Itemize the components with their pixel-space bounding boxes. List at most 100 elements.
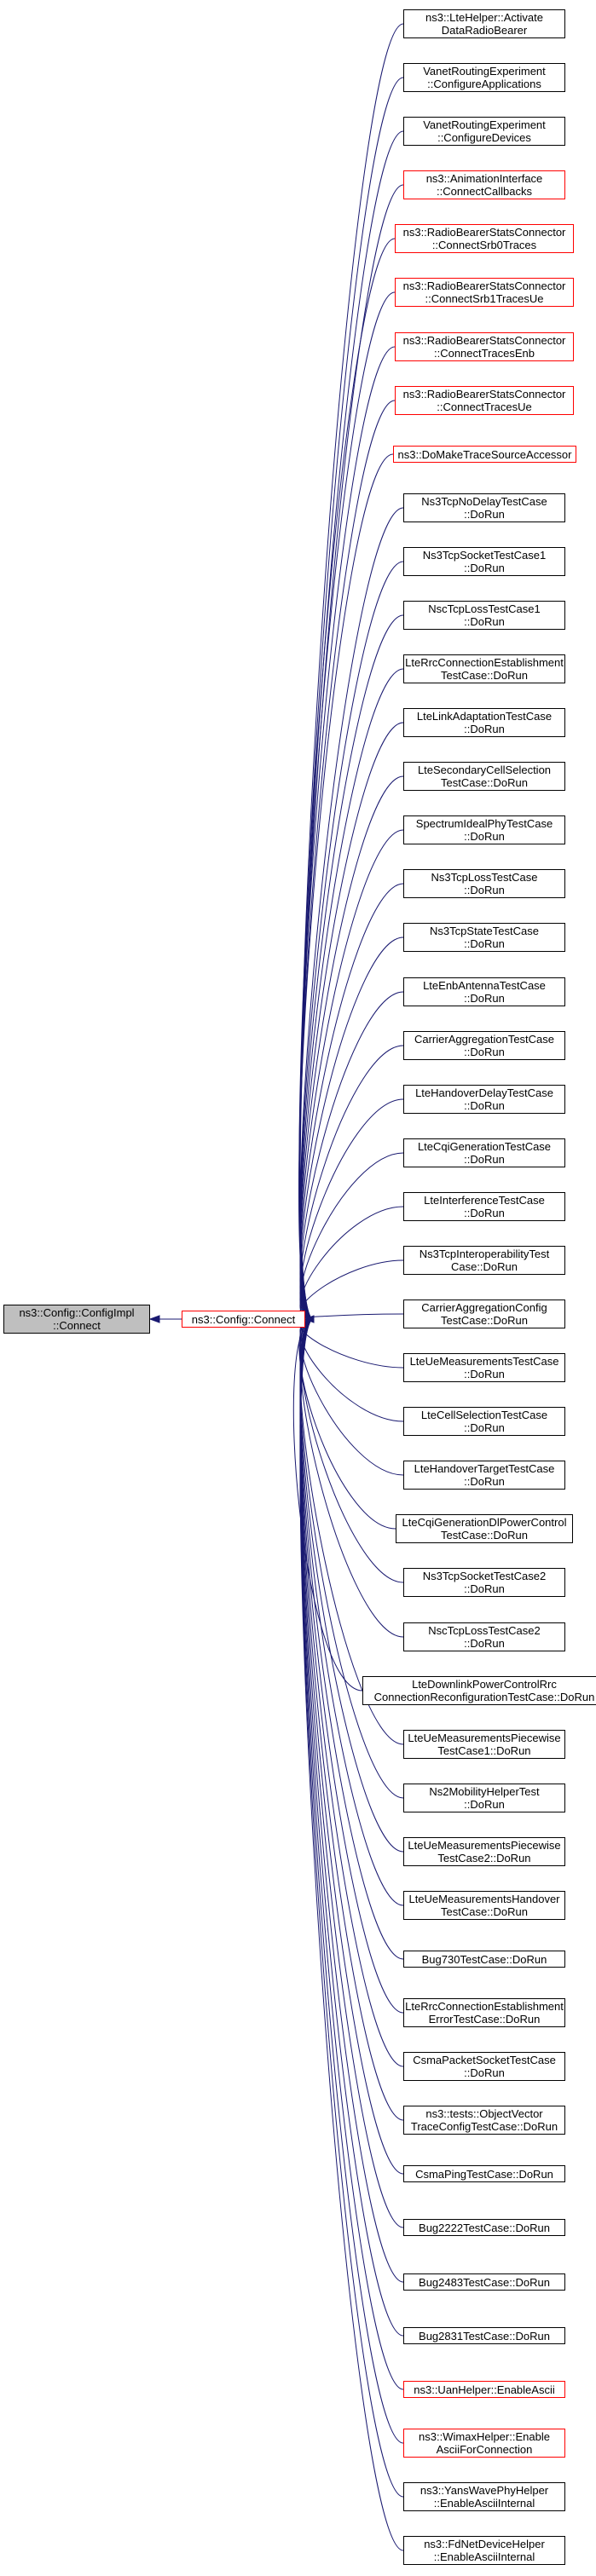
call-edge	[299, 936, 404, 1320]
call-edge	[299, 1318, 404, 1638]
hub-node-label: ns3::Config::Connect	[191, 1312, 296, 1326]
caller-node[interactable]: NscTcpLossTestCase1 ::DoRun	[403, 601, 565, 630]
caller-node-label: Ns3TcpInteroperabilityTest Case::DoRun	[419, 1248, 550, 1273]
caller-node-label: LteEnbAntennaTestCase ::DoRun	[423, 979, 546, 1005]
caller-node[interactable]: Ns3TcpInteroperabilityTest Case::DoRun	[403, 1246, 565, 1275]
caller-node[interactable]: LteUeMeasurementsTestCase ::DoRun	[403, 1353, 565, 1382]
caller-node-label: LteUeMeasurementsPiecewise TestCase2::Do…	[408, 1839, 561, 1864]
caller-node[interactable]: ns3::WimaxHelper::Enable AsciiForConnect…	[403, 2429, 565, 2458]
caller-node[interactable]: LteCellSelectionTestCase ::DoRun	[403, 1407, 565, 1436]
caller-node-label: ns3::FdNetDeviceHelper ::EnableAsciiInte…	[424, 2538, 545, 2563]
caller-node[interactable]: Ns3TcpSocketTestCase1 ::DoRun	[403, 547, 565, 576]
call-edge	[299, 1318, 404, 2014]
caller-node-label: LteCqiGenerationTestCase ::DoRun	[417, 1140, 552, 1166]
caller-node[interactable]: ns3::RadioBearerStatsConnector ::Connect…	[395, 278, 574, 307]
caller-node-label: LteDownlinkPowerControlRrc ConnectionRec…	[373, 1678, 595, 1703]
caller-node-label: ns3::RadioBearerStatsConnector ::Connect…	[402, 226, 566, 251]
call-edge	[299, 829, 404, 1320]
caller-node[interactable]: NscTcpLossTestCase2 ::DoRun	[403, 1622, 565, 1651]
call-edge	[299, 991, 404, 1320]
caller-node-label: SpectrumIdealPhyTestCase ::DoRun	[415, 817, 553, 843]
call-edge	[292, 1318, 363, 1691]
caller-node-label: CarrierAggregationConfig TestCase::DoRun	[421, 1301, 547, 1327]
caller-node[interactable]: Ns3TcpStateTestCase ::DoRun	[403, 923, 565, 952]
caller-node-label: LteHandoverTargetTestCase ::DoRun	[414, 1462, 555, 1488]
caller-node[interactable]: ns3::tests::ObjectVector TraceConfigTest…	[403, 2106, 565, 2135]
caller-node[interactable]: LteCqiGenerationTestCase ::DoRun	[403, 1138, 565, 1167]
call-edge	[299, 23, 404, 1320]
caller-node[interactable]: VanetRoutingExperiment ::ConfigureApplic…	[403, 63, 565, 92]
caller-node[interactable]: CsmaPacketSocketTestCase ::DoRun	[403, 2052, 565, 2081]
caller-node[interactable]: LteUeMeasurementsPiecewise TestCase1::Do…	[403, 1730, 565, 1759]
caller-node-label: LteInterferenceTestCase ::DoRun	[424, 1194, 545, 1219]
caller-node[interactable]: ns3::FdNetDeviceHelper ::EnableAsciiInte…	[403, 2536, 565, 2565]
caller-node[interactable]: LteHandoverTargetTestCase ::DoRun	[403, 1461, 565, 1490]
caller-node[interactable]: ns3::RadioBearerStatsConnector ::Connect…	[395, 386, 574, 415]
caller-node[interactable]: LteSecondaryCellSelection TestCase::DoRu…	[403, 762, 565, 791]
caller-node-label: ns3::WimaxHelper::Enable AsciiForConnect…	[419, 2430, 550, 2456]
caller-node[interactable]: LteCqiGenerationDlPowerControl TestCase:…	[396, 1514, 573, 1543]
caller-node[interactable]: ns3::YansWavePhyHelper ::EnableAsciiInte…	[403, 2482, 565, 2511]
caller-node[interactable]: Bug2222TestCase::DoRun	[403, 2219, 565, 2236]
caller-node[interactable]: Bug730TestCase::DoRun	[403, 1951, 565, 1968]
hub-node-config-connect[interactable]: ns3::Config::Connect	[182, 1311, 305, 1328]
caller-node-label: LteHandoverDelayTestCase ::DoRun	[415, 1086, 553, 1112]
caller-node[interactable]: Bug2483TestCase::DoRun	[403, 2273, 565, 2291]
call-edge	[299, 77, 404, 1320]
caller-node[interactable]: CarrierAggregationTestCase ::DoRun	[403, 1031, 565, 1060]
caller-node[interactable]: LteHandoverDelayTestCase ::DoRun	[403, 1085, 565, 1114]
caller-node[interactable]: Ns3TcpNoDelayTestCase ::DoRun	[403, 493, 565, 522]
caller-node[interactable]: ns3::AnimationInterface ::ConnectCallbac…	[403, 170, 565, 199]
caller-node-label: LteUeMeasurementsHandover TestCase::DoRu…	[408, 1893, 560, 1918]
caller-node-label: Bug2831TestCase::DoRun	[419, 2329, 550, 2343]
caller-node[interactable]: ns3::UanHelper::EnableAscii	[403, 2381, 565, 2398]
caller-node[interactable]: Ns3TcpSocketTestCase2 ::DoRun	[403, 1568, 565, 1597]
caller-node-label: ns3::tests::ObjectVector TraceConfigTest…	[410, 2107, 558, 2133]
call-edge	[299, 1045, 404, 1320]
caller-node-label: Ns3TcpSocketTestCase2 ::DoRun	[422, 1570, 547, 1595]
root-node-configimpl-connect[interactable]: ns3::Config::ConfigImpl ::Connect	[3, 1305, 150, 1334]
caller-node[interactable]: LteInterferenceTestCase ::DoRun	[403, 1192, 565, 1221]
caller-node[interactable]: Ns3TcpLossTestCase ::DoRun	[403, 869, 565, 898]
caller-node[interactable]: ns3::LteHelper::Activate DataRadioBearer	[403, 9, 565, 38]
caller-node[interactable]: LteDownlinkPowerControlRrc ConnectionRec…	[362, 1676, 596, 1705]
call-edge	[299, 1152, 404, 1320]
call-edge	[299, 1318, 404, 1476]
caller-node[interactable]: VanetRoutingExperiment ::ConfigureDevice…	[403, 117, 565, 146]
call-edge	[299, 1206, 404, 1320]
caller-node[interactable]: ns3::DoMakeTraceSourceAccessor	[393, 446, 576, 463]
caller-node[interactable]: LteEnbAntennaTestCase ::DoRun	[403, 977, 565, 1006]
hub-arrowhead	[304, 1315, 315, 1323]
caller-node-label: Ns3TcpStateTestCase ::DoRun	[430, 925, 539, 950]
caller-node-label: ns3::DoMakeTraceSourceAccessor	[397, 447, 572, 461]
caller-node[interactable]: ns3::RadioBearerStatsConnector ::Connect…	[395, 332, 574, 361]
caller-node[interactable]: LteUeMeasurementsHandover TestCase::DoRu…	[403, 1891, 565, 1920]
caller-node[interactable]: Bug2831TestCase::DoRun	[403, 2327, 565, 2344]
caller-node-label: Bug730TestCase::DoRun	[421, 1952, 547, 1966]
call-edge	[298, 1318, 396, 1530]
caller-node-label: CsmaPacketSocketTestCase ::DoRun	[413, 2054, 556, 2079]
caller-node[interactable]: LteRrcConnectionEstablishment ErrorTestC…	[403, 1998, 565, 2027]
caller-node[interactable]: Ns2MobilityHelperTest ::DoRun	[403, 1784, 565, 1812]
caller-node[interactable]: CarrierAggregationConfig TestCase::DoRun	[403, 1300, 565, 1328]
caller-node[interactable]: ns3::RadioBearerStatsConnector ::Connect…	[395, 224, 574, 253]
caller-node-label: VanetRoutingExperiment ::ConfigureApplic…	[423, 65, 546, 90]
caller-node[interactable]: CsmaPingTestCase::DoRun	[403, 2165, 565, 2182]
caller-node-label: LteSecondaryCellSelection TestCase::DoRu…	[417, 764, 552, 789]
caller-node-label: CsmaPingTestCase::DoRun	[415, 2167, 553, 2181]
caller-node[interactable]: SpectrumIdealPhyTestCase ::DoRun	[403, 815, 565, 844]
caller-node[interactable]: LteLinkAdaptationTestCase ::DoRun	[403, 708, 565, 737]
call-edge	[299, 1318, 404, 1422]
caller-node-label: LteLinkAdaptationTestCase ::DoRun	[416, 710, 553, 735]
call-edge	[299, 1259, 404, 1320]
call-edge	[299, 561, 404, 1320]
caller-node-label: CarrierAggregationTestCase ::DoRun	[414, 1033, 555, 1058]
caller-node-label: NscTcpLossTestCase1 ::DoRun	[428, 602, 541, 628]
call-edges	[148, 23, 404, 2551]
call-edge	[299, 1313, 404, 1320]
caller-node-label: LteCqiGenerationDlPowerControl TestCase:…	[402, 1516, 567, 1542]
caller-node[interactable]: LteRrcConnectionEstablishment TestCase::…	[403, 654, 565, 683]
root-node-label: ns3::Config::ConfigImpl ::Connect	[19, 1306, 135, 1332]
caller-node[interactable]: LteUeMeasurementsPiecewise TestCase2::Do…	[403, 1837, 565, 1866]
caller-node-label: LteRrcConnectionEstablishment TestCase::…	[405, 656, 564, 682]
